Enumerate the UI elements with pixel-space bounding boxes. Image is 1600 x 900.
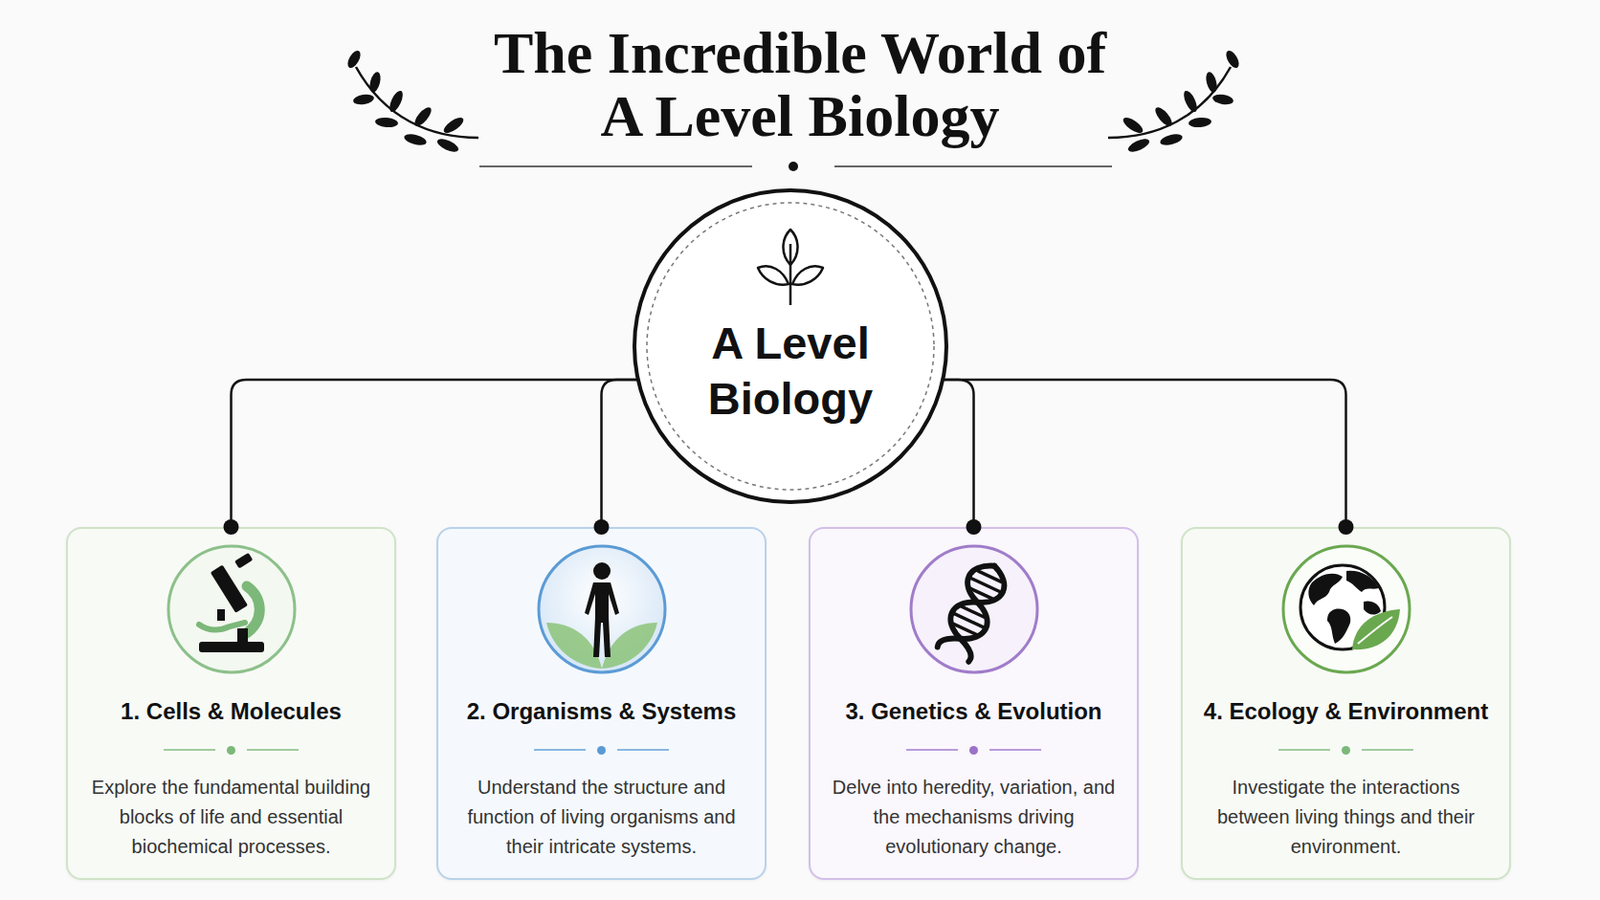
topic-card: 3. Genetics & EvolutionDelve into heredi… [808,527,1139,881]
card-divider [1278,745,1414,756]
connector-line [943,379,1346,528]
card-heading: 3. Genetics & Evolution [844,697,1102,727]
dna-icon [907,542,1042,677]
card-heading: 1. Cells & Molecules [120,697,342,727]
divider-dot [1341,746,1351,756]
card-heading: 4. Ecology & Environment [1203,697,1489,727]
title-rule [479,161,1112,172]
divider-line [533,749,586,752]
divider-line [617,749,669,752]
divider-dot [597,746,606,756]
card-description: Understand the structure and function of… [449,773,755,863]
connector-line [231,379,638,528]
divider-line [906,749,958,752]
topic-card: 2. Organisms & SystemsUnderstand the str… [436,527,767,881]
divider-line [163,749,216,752]
card-heading: 2. Organisms & Systems [466,697,736,727]
divider-line [1361,749,1414,752]
card-description: Investigate the interactions between liv… [1194,773,1499,863]
connector-line [943,379,974,528]
divider-line [1278,749,1331,752]
topic-card: 4. Ecology & EnvironmentInvestigate the … [1180,527,1512,881]
circle-label: A Level Biology [680,315,901,427]
card-description: Explore the fundamental building blocks … [79,773,384,863]
diagram-title: The Incredible World of A Level Biology [469,21,1131,148]
divider-line [246,749,299,752]
card-description: Delve into heredity, variation, and the … [822,773,1127,863]
divider-line [989,749,1042,752]
globe-leaf-icon [1279,542,1414,677]
microscope-icon [164,542,299,677]
laurel-branch [345,48,479,156]
divider-dot [969,746,978,756]
card-divider [906,745,1042,756]
leaf-icon [757,229,823,306]
central-circle: A Level Biology [632,188,949,505]
human-figure-icon [534,542,669,677]
connector-line [601,379,638,528]
laurel-branch [1108,48,1242,156]
topic-card: 1. Cells & MoleculesExplore the fundamen… [66,527,397,881]
divider-dot [226,746,236,756]
card-divider [163,745,299,756]
card-divider [533,745,669,756]
